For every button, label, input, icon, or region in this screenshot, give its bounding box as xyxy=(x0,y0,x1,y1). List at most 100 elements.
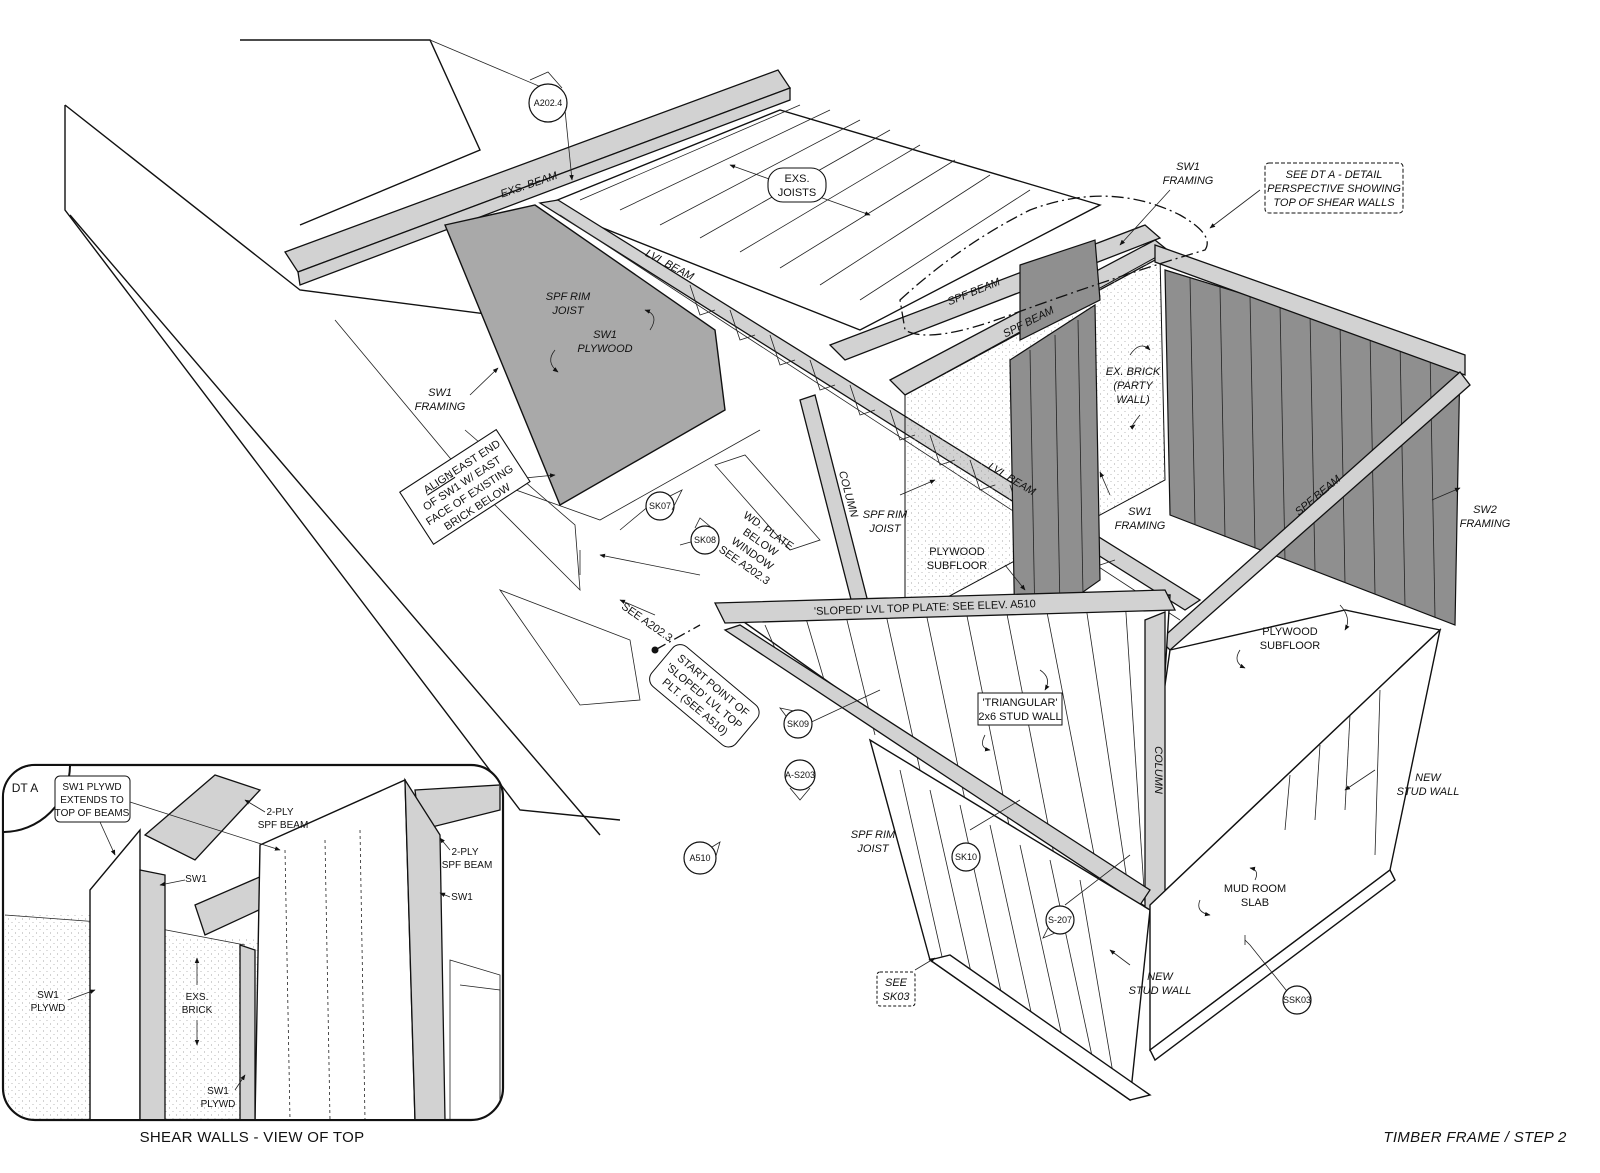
sw1-framing-upper xyxy=(1019,239,1101,341)
see-dt-a-label-1: SEE DT A - DETAIL xyxy=(1286,169,1383,181)
sw1-framing-center xyxy=(1009,303,1101,642)
see-a2023-label: SEE A202.3 xyxy=(619,601,674,645)
inset-leaders xyxy=(67,799,451,1091)
plywood-subfloor-b-label-2: SUBFLOOR xyxy=(1260,640,1321,652)
wd-plate-note: WD. PLATE BELOW WINDOW SEE A202.3 xyxy=(716,509,795,587)
ex-brick-label-2: (PARTY xyxy=(1113,380,1153,392)
main-perspective xyxy=(64,39,1471,1102)
sw1-framing-left-label-2: FRAMING xyxy=(415,401,466,413)
see-sk03-label-2: SK03 xyxy=(883,991,911,1003)
existing-beam-side xyxy=(297,87,791,286)
inset-two-ply-b-1: 2-PLY xyxy=(451,847,478,858)
exs-joists-label-2: JOISTS xyxy=(778,187,817,199)
floor-opening xyxy=(714,454,821,551)
inset-sw1-left xyxy=(139,869,166,1119)
inset-sw1-plywd-ext-3: TOP OF BEAMS xyxy=(55,808,130,819)
sw1-plywood-label-1: SW1 xyxy=(593,329,617,341)
tag-sk10: SK10 xyxy=(955,852,977,862)
inset-sw1-plywd-ext-2: EXTENDS TO xyxy=(60,795,124,806)
existing-floor-edge xyxy=(334,319,761,521)
spf-rim-joist-top-label-2: JOIST xyxy=(551,305,584,317)
align-note: ALIGN : EAST END OF SW1 W/ EAST FACE OF … xyxy=(399,428,531,545)
tag-sk07: SK07 xyxy=(649,501,671,511)
leaders xyxy=(469,109,1461,996)
sw1-plywood-label-2: PLYWOOD xyxy=(577,343,632,355)
sw1-framing-left-label-1: SW1 xyxy=(428,387,452,399)
inset-sw1-right xyxy=(404,777,446,1119)
inset-two-ply-a-2: SPF BEAM xyxy=(258,820,309,831)
tag-a510: A510 xyxy=(689,853,710,863)
inset-beam-left xyxy=(143,774,262,861)
spf-rim-joist-top-label-1: SPF RIM xyxy=(546,291,591,303)
tag-as203: A-S203 xyxy=(785,770,815,780)
detail-callout-outline xyxy=(899,195,1208,336)
title-right: TIMBER FRAME / STEP 2 xyxy=(1383,1129,1567,1146)
column-left xyxy=(799,394,871,616)
inset-sw1-a: SW1 xyxy=(185,874,207,885)
spf-rim-joist-mid-label-1: SPF RIM xyxy=(863,509,908,521)
right-studs xyxy=(1284,689,1381,856)
start-point-dot xyxy=(651,646,659,654)
sw1-framing-mid-label-1: SW1 xyxy=(1128,506,1152,518)
plywood-subfloor-a-label-1: PLYWOOD xyxy=(929,546,984,558)
triangular-label-2: 2x6 STUD WALL xyxy=(978,711,1061,723)
tag-ssk03: SSK03 xyxy=(1283,995,1311,1005)
inset-exs-brick-2: BRICK xyxy=(182,1005,213,1016)
lower-studs xyxy=(899,769,1116,1086)
tag-a2024-circle xyxy=(528,83,568,123)
inset-plywd-left xyxy=(89,828,141,1119)
new-stud-wall-right-label-1: NEW xyxy=(1415,772,1442,784)
new-stud-wall-bottom-label-1: NEW xyxy=(1147,971,1174,983)
sw1-framing-top-label-2: FRAMING xyxy=(1163,175,1214,187)
triangular-label-1: 'TRIANGULAR' xyxy=(982,697,1057,709)
column-right-label: COLUMN xyxy=(1152,746,1164,794)
existing-joists xyxy=(543,104,1102,331)
inset-sw1-plywd-l-2: PLYWD xyxy=(31,1003,66,1014)
inset-two-ply-a-1: 2-PLY xyxy=(266,807,293,818)
ex-brick-label-3: WALL) xyxy=(1116,394,1150,406)
spf-rim-joist-mid-label-2: JOIST xyxy=(868,523,901,535)
start-point-note: START POINT OF 'SLOPED' LVL TOP PLT. (SE… xyxy=(649,644,760,748)
see-dt-a-label-2: PERSPECTIVE SHOWING xyxy=(1267,183,1401,195)
sw1-plywood-panel xyxy=(444,204,726,507)
start-point-leader xyxy=(654,624,701,651)
spf-rim-joist-lower xyxy=(723,624,1151,906)
inset-brick-center xyxy=(140,935,260,1119)
sw2-top-plate xyxy=(1154,244,1466,376)
tag-s207: S-207 xyxy=(1048,915,1072,925)
plywood-subfloor-b-label-1: PLYWOOD xyxy=(1262,626,1317,638)
see-sk03-label-1: SEE xyxy=(885,977,908,989)
tag-sk09: SK09 xyxy=(787,719,809,729)
sw2-framing-label-2: FRAMING xyxy=(1460,518,1511,530)
inset-dt-a-tag: DT A xyxy=(12,781,38,795)
spf-rim-joist-low-label-1: SPF RIM xyxy=(851,829,896,841)
inset-sw1-plywd-b-2: PLYWD xyxy=(201,1099,236,1110)
inset-two-ply-b-2: SPF BEAM xyxy=(442,860,493,871)
sloped-lvl-top-plate xyxy=(713,589,1177,624)
inset-sw1-bottom xyxy=(239,944,256,1119)
roof-edge xyxy=(429,39,561,96)
mud-room-label-2: SLAB xyxy=(1241,897,1269,909)
existing-wall-lower xyxy=(64,105,621,821)
inset-sw1-plywd-ext-1: SW1 PLYWD xyxy=(62,782,121,793)
inset-plywd-center xyxy=(254,778,416,1119)
sw1-framing-top-label-1: SW1 xyxy=(1176,161,1200,173)
inset-sw1-plywd-b-1: SW1 xyxy=(207,1086,229,1097)
inset-sw1-b: SW1 xyxy=(451,892,473,903)
reference-tags: A202.4 SK07 SK08 SK09 A-S203 SK10 S-207 … xyxy=(528,71,1312,1015)
tag-a2024: A202.4 xyxy=(534,98,563,108)
existing-roof-outline xyxy=(240,39,481,226)
inset-detail-dt-a: DT A SW1 PLYWD EXTENDS TO TOP OF BEAMS 2… xyxy=(1,763,505,1122)
sw1-framing-mid-label-2: FRAMING xyxy=(1115,520,1166,532)
new-stud-wall-bottom-label-2: STUD WALL xyxy=(1129,985,1192,997)
inset-exs-brick-1: EXS. xyxy=(186,992,209,1003)
inset-sw1-plywd-l-1: SW1 xyxy=(37,990,59,1001)
bottom-plate xyxy=(928,954,1152,1101)
new-stud-wall-right-label-2: STUD WALL xyxy=(1397,786,1460,798)
see-dt-a-label-3: TOP OF SHEAR WALLS xyxy=(1273,197,1395,209)
tag-sk08: SK08 xyxy=(694,535,716,545)
window-opening xyxy=(498,589,641,706)
mud-room-label-1: MUD ROOM xyxy=(1224,883,1286,895)
sw2-studs xyxy=(1189,277,1436,618)
